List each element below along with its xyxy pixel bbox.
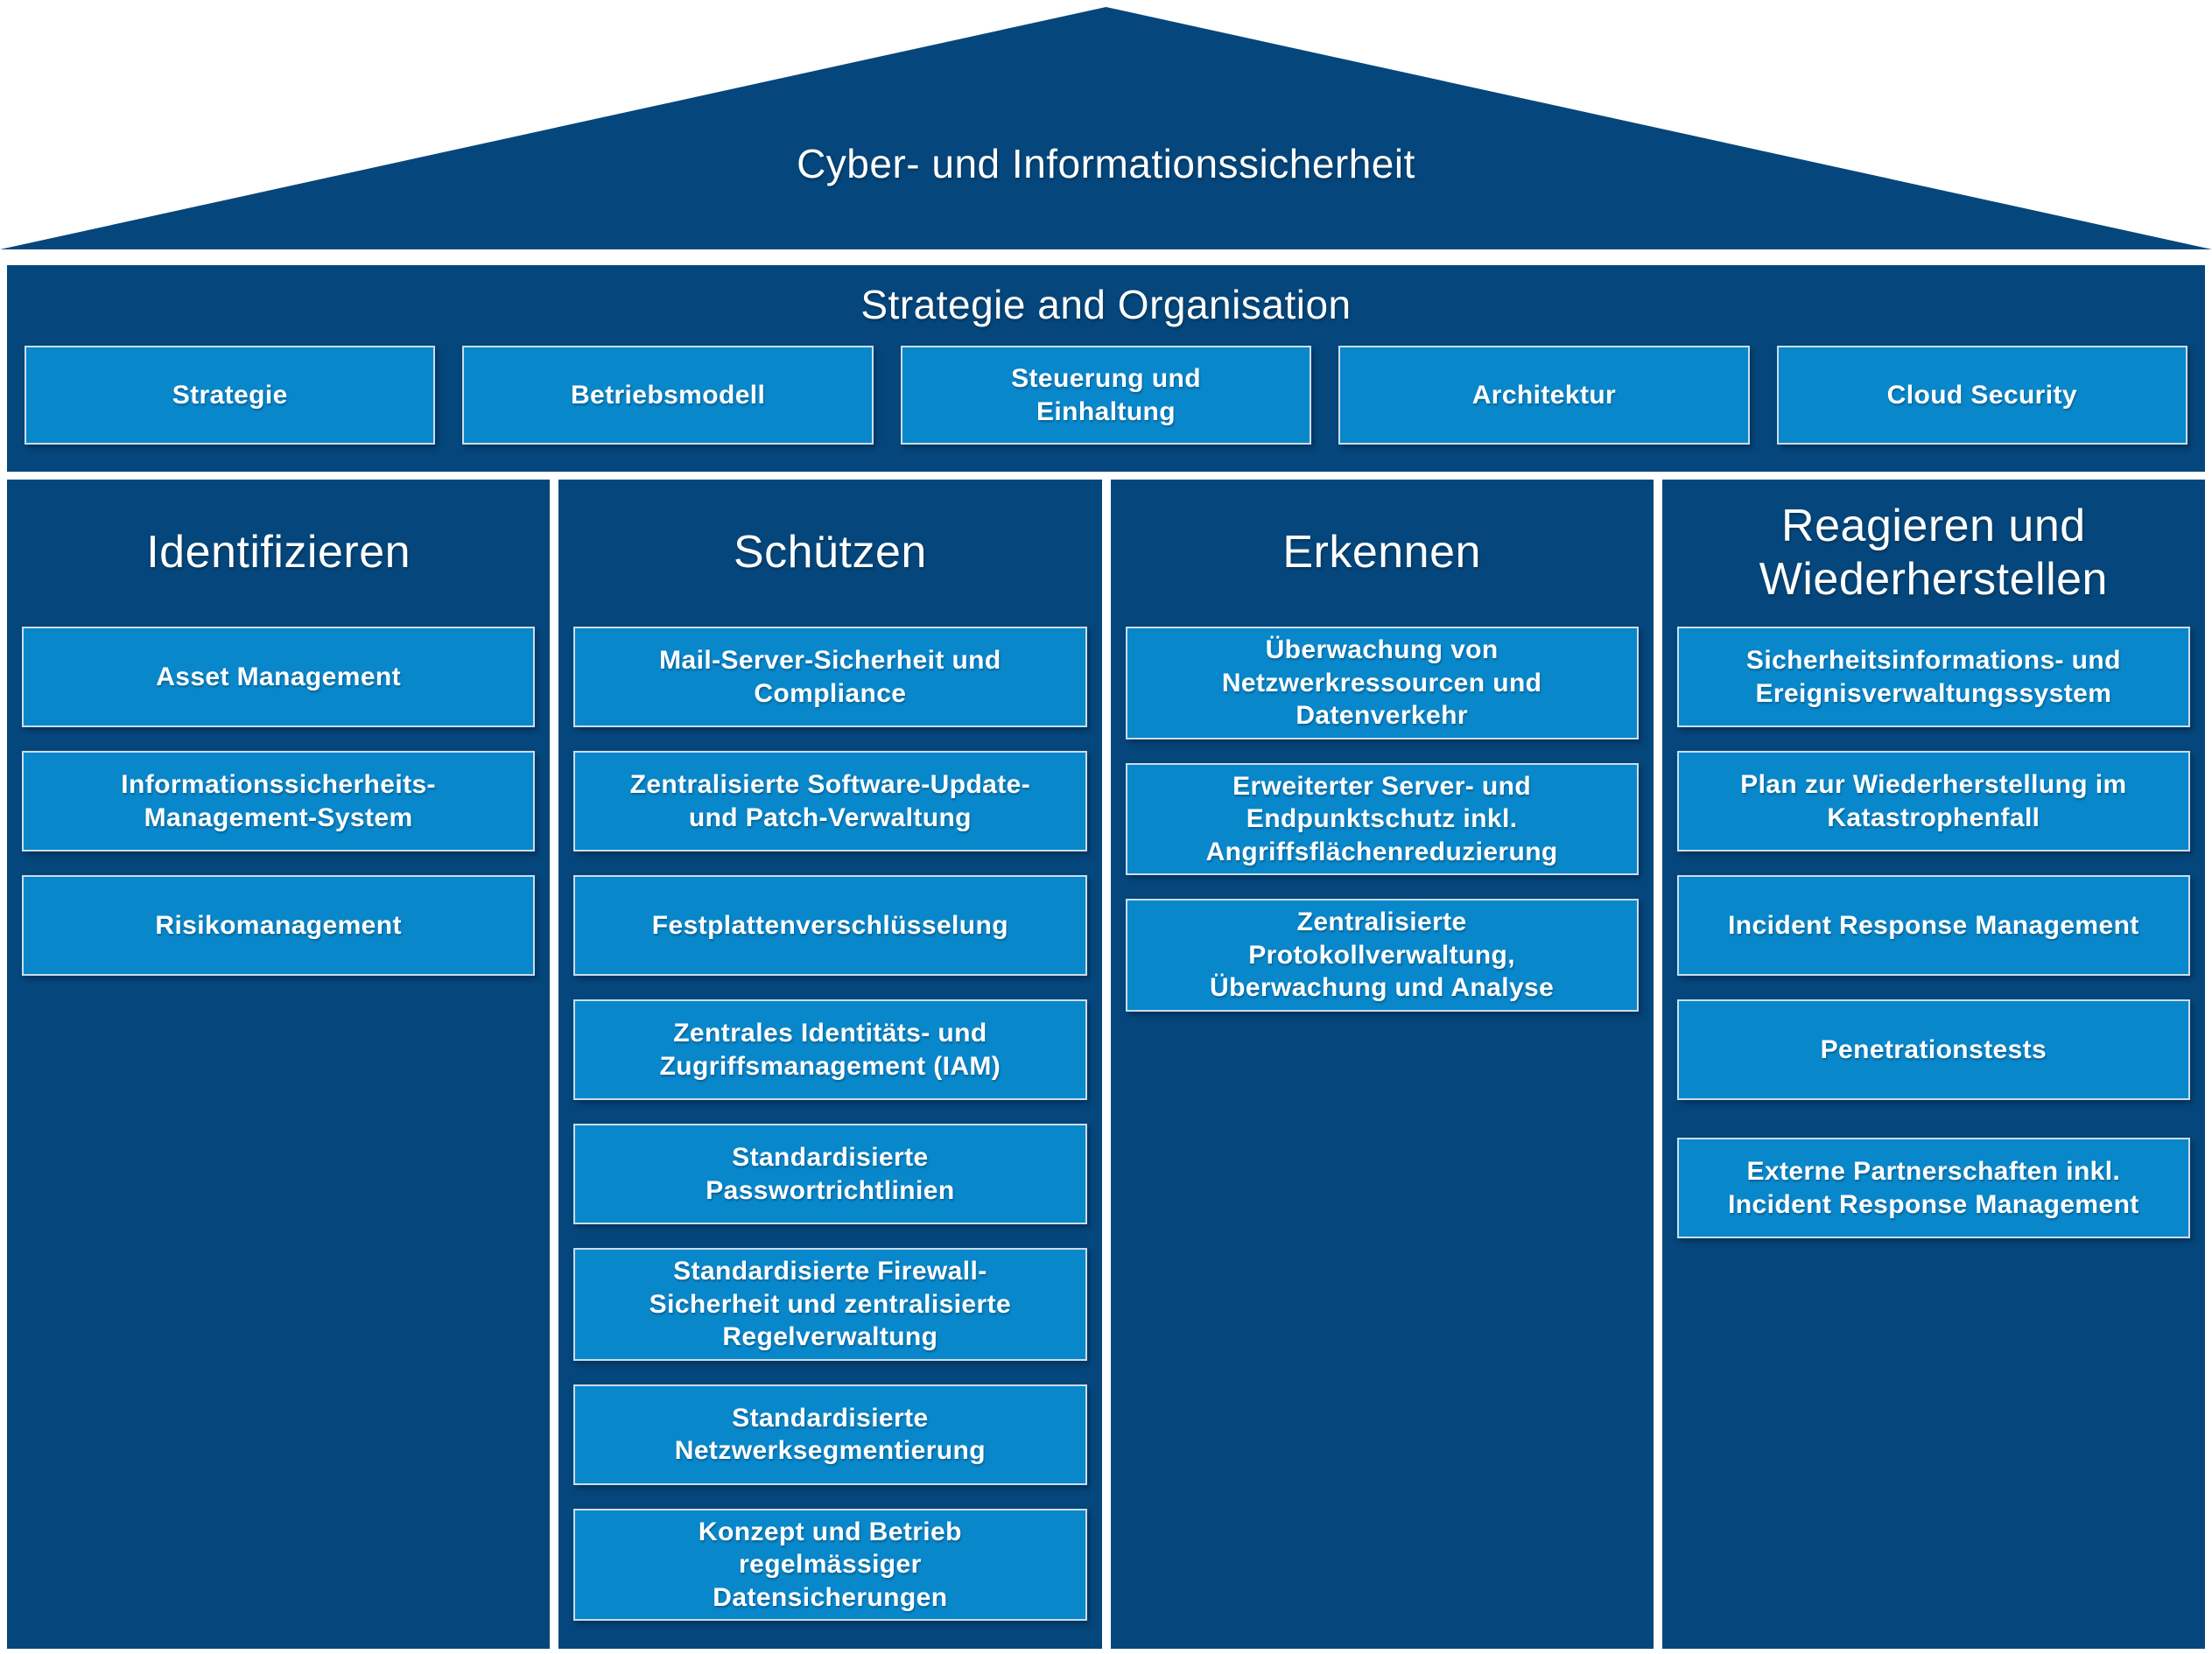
item-box-label: Zentralisierte Protokollverwaltung, Über… xyxy=(1210,908,1555,1002)
item-box-label: Zentralisierte Software-Update- und Patc… xyxy=(629,770,1031,832)
item-box: Plan zur Wiederherstellung im Katastroph… xyxy=(1676,751,2190,852)
strategy-box: Strategie xyxy=(25,346,436,445)
item-box-label: Asset Management xyxy=(156,662,402,691)
strategy-box-label: Strategie xyxy=(172,380,288,410)
column-title: Reagieren und Wiederherstellen xyxy=(1759,500,2108,605)
strategy-band-boxes: Strategie Betriebsmodell Steuerung und E… xyxy=(25,346,2188,445)
item-box-label: Sicherheitsinformations- und Ereignisver… xyxy=(1745,646,2121,708)
columns-row: Identifizieren Asset Management Informat… xyxy=(7,480,2205,1649)
item-box: Mail-Server-Sicherheit und Compliance xyxy=(573,627,1087,727)
item-box-label: Externe Partnerschaften inkl. Incident R… xyxy=(1728,1157,2139,1219)
roof-title: Cyber- und Informationssicherheit xyxy=(797,141,1415,186)
column-boxes: Asset Management Informationssicherheits… xyxy=(22,627,536,976)
item-box: Standardisierte Firewall- Sicherheit und… xyxy=(573,1248,1087,1361)
item-box: Zentrales Identitäts- und Zugriffsmanage… xyxy=(573,999,1087,1100)
column-boxes: Mail-Server-Sicherheit und Compliance Ze… xyxy=(573,627,1087,1621)
item-box-label: Überwachung von Netzwerkressourcen und D… xyxy=(1221,635,1542,730)
strategy-band-title: Strategie and Organisation xyxy=(860,282,1352,327)
item-box: Standardisierte Netzwerksegmentierung xyxy=(573,1384,1087,1485)
column-boxes: Überwachung von Netzwerkressourcen und D… xyxy=(1125,627,1639,1012)
item-box: Risikomanagement xyxy=(22,875,536,976)
item-box: Zentralisierte Protokollverwaltung, Über… xyxy=(1125,899,1639,1012)
item-box-label: Plan zur Wiederherstellung im Katastroph… xyxy=(1740,770,2127,832)
strategy-box-label: Betriebsmodell xyxy=(570,380,766,410)
strategy-box: Betriebsmodell xyxy=(462,346,874,445)
strategy-box-label: Cloud Security xyxy=(1886,380,2077,410)
item-box: Erweiterter Server- und Endpunktschutz i… xyxy=(1125,762,1639,875)
item-box: Incident Response Management xyxy=(1676,875,2190,976)
column-title: Erkennen xyxy=(1282,527,1481,578)
strategy-box: Steuerung und Einhaltung xyxy=(900,346,1312,445)
item-box-label: Festplattenverschlüsselung xyxy=(651,910,1008,940)
item-box: Überwachung von Netzwerkressourcen und D… xyxy=(1125,627,1639,739)
item-box-label: Penetrationstests xyxy=(1820,1034,2047,1064)
item-box-label: Erweiterter Server- und Endpunktschutz i… xyxy=(1205,771,1558,866)
item-box-label: Risikomanagement xyxy=(155,910,402,940)
item-box: Externe Partnerschaften inkl. Incident R… xyxy=(1676,1138,2190,1238)
item-box: Zentralisierte Software-Update- und Patc… xyxy=(573,751,1087,852)
item-box-label: Incident Response Management xyxy=(1728,910,2139,940)
item-box-label: Standardisierte Netzwerksegmentierung xyxy=(674,1403,986,1466)
strategy-box-label: Steuerung und Einhaltung xyxy=(1011,364,1201,426)
column-reagieren-wiederherstellen: Reagieren und Wiederherstellen Sicherhei… xyxy=(1661,480,2205,1649)
strategy-box: Architektur xyxy=(1338,346,1750,445)
item-box: Informationssicherheits- Management-Syst… xyxy=(22,751,536,852)
item-box: Penetrationstests xyxy=(1676,999,2190,1100)
column-title: Identifizieren xyxy=(146,527,411,578)
roof-shape xyxy=(0,7,2212,249)
item-box-label: Zentrales Identitäts- und Zugriffsmanage… xyxy=(659,1019,1001,1081)
item-box-label: Standardisierte Passwortrichtlinien xyxy=(706,1143,955,1205)
item-box-label: Mail-Server-Sicherheit und Compliance xyxy=(659,646,1001,708)
column-title: Schützen xyxy=(733,527,927,578)
strategy-band: Strategie and Organisation Strategie Bet… xyxy=(7,265,2205,472)
item-box: Standardisierte Passwortrichtlinien xyxy=(573,1124,1087,1224)
item-box: Asset Management xyxy=(22,627,536,727)
item-box: Sicherheitsinformations- und Ereignisver… xyxy=(1676,627,2190,727)
item-box: Konzept und Betrieb regelmässiger Datens… xyxy=(573,1508,1087,1621)
column-erkennen: Erkennen Überwachung von Netzwerkressour… xyxy=(1110,480,1654,1649)
column-schuetzen: Schützen Mail-Server-Sicherheit und Comp… xyxy=(558,480,1102,1649)
strategy-box-label: Architektur xyxy=(1471,380,1617,410)
item-box-label: Informationssicherheits- Management-Syst… xyxy=(121,770,436,832)
column-boxes: Sicherheitsinformations- und Ereignisver… xyxy=(1676,627,2190,1238)
column-identifizieren: Identifizieren Asset Management Informat… xyxy=(7,480,551,1649)
strategy-box: Cloud Security xyxy=(1776,346,2188,445)
item-box-label: Standardisierte Firewall- Sicherheit und… xyxy=(649,1257,1012,1351)
item-box: Festplattenverschlüsselung xyxy=(573,875,1087,976)
item-box-label: Konzept und Betrieb regelmässiger Datens… xyxy=(698,1517,962,1612)
